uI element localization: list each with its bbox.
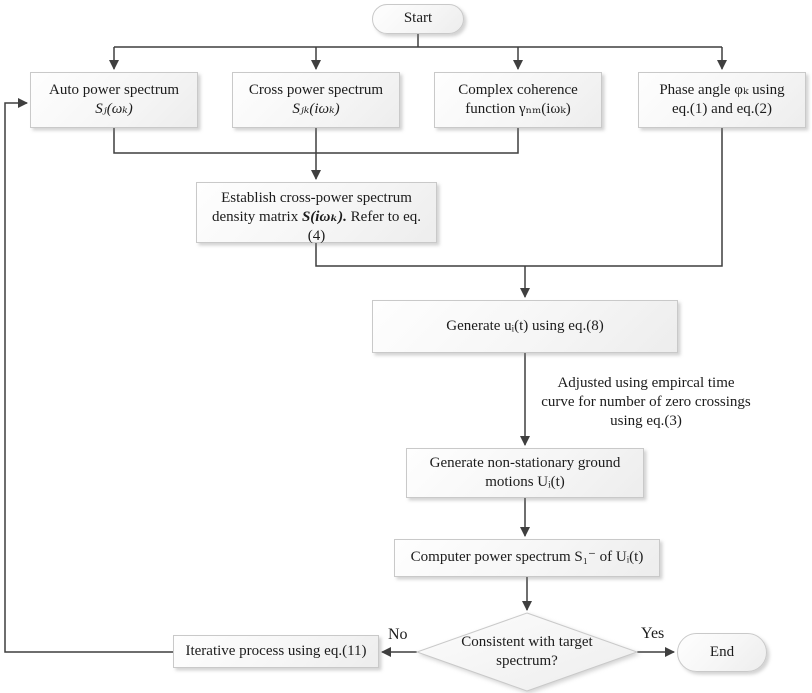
compute-spectrum-label: Computer power spectrum S₁⁻ of Uᵢ(t) (410, 549, 644, 566)
end-label: End (709, 643, 735, 660)
no-branch-label: No (388, 626, 408, 643)
node-complex-coherence: Complex coherence function γₙₘ(iωₖ) (434, 72, 602, 128)
cross-power-formula: Sⱼₖ(iωₖ) (292, 101, 340, 117)
decision-label: Consistent with target spectrum? (461, 634, 593, 669)
node-iterative-process: Iterative process using eq.(11) (173, 635, 379, 668)
decision-diamond-shape (415, 612, 639, 692)
annotation-line2: curve for number of zero (541, 393, 692, 410)
establish-formula: S(iωₖ). (301, 209, 347, 226)
node-generate-ut: Generate uᵢ(t) using eq.(8) (372, 300, 678, 353)
auto-power-line1: Auto power spectrum (49, 81, 179, 98)
edge-feedback-loop (4, 98, 173, 653)
start-label: Start (403, 10, 433, 27)
node-establish-matrix: Establish cross-power spectrum density m… (196, 182, 437, 245)
adjustment-annotation: Adjusted using empircal time curve for n… (540, 374, 752, 431)
generate-ut-label: Generate uᵢ(t) using eq.(8) (446, 317, 604, 334)
phase-angle-line2: eq.(1) and eq.(2) (672, 101, 772, 117)
phase-angle-line1: Phase angle φₖ using (659, 81, 785, 98)
node-phase-angle: Phase angle φₖ using eq.(1) and eq.(2) (638, 72, 806, 128)
coherence-line2: function γₙₘ(iωₖ) (465, 101, 571, 117)
establish-text-post: Refer to eq.(4) (307, 209, 422, 245)
iterative-label: Iterative process using eq.(11) (185, 642, 367, 659)
cross-power-line1: Cross power spectrum (248, 81, 384, 98)
start-terminal: Start (372, 4, 464, 34)
coherence-line1: Complex coherence (458, 81, 578, 98)
establish-text-pre: Establish cross-power spectrum density m… (211, 190, 412, 226)
node-cross-power-spectrum: Cross power spectrum Sⱼₖ(iωₖ) (232, 72, 400, 128)
end-terminal: End (677, 633, 767, 672)
auto-power-formula: Sⱼ(ωₖ) (95, 101, 133, 117)
edge-establish-phase-join (315, 128, 723, 267)
nonstationary-label: Generate non-stationary ground motions U… (429, 454, 621, 490)
annotation-line3: crossings using eq.(3) (610, 393, 751, 429)
yes-branch-label: Yes (641, 625, 665, 642)
annotation-line1: Adjusted using empircal time (557, 375, 735, 391)
node-auto-power-spectrum: Auto power spectrum Sⱼ(ωₖ) (30, 72, 198, 128)
node-nonstationary-motions: Generate non-stationary ground motions U… (406, 448, 644, 498)
node-compute-spectrum: Computer power spectrum S₁⁻ of Uᵢ(t) (394, 539, 660, 577)
